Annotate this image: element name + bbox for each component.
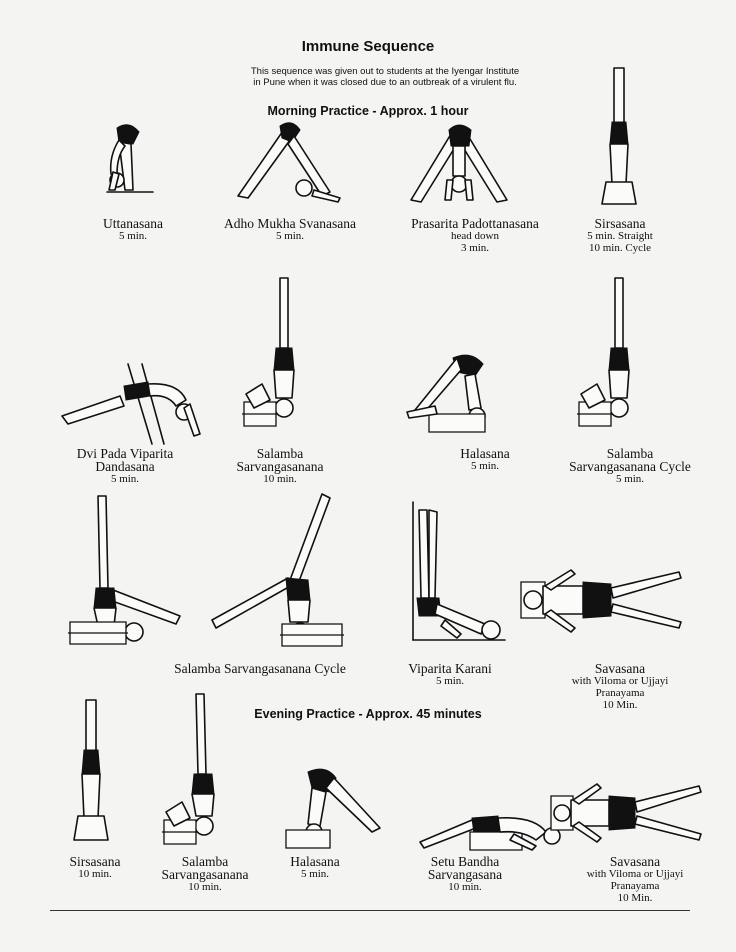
pose-name: Viparita Karani xyxy=(408,661,492,676)
pose-caption-13: Salamba Sarvangasanana 10 min. xyxy=(145,855,265,893)
pose-duration: 10 min. xyxy=(263,473,297,485)
shoulderstand-figure xyxy=(240,274,320,442)
savasana-figure xyxy=(515,562,685,642)
pose-name: Savasana xyxy=(609,854,661,869)
pose-duration-cycle: 10 min. Cycle xyxy=(588,242,652,254)
pose-name-line2: Sarvangasanana xyxy=(236,459,324,474)
pose-duration: 10 min. xyxy=(448,881,482,893)
headstand-figure xyxy=(600,64,640,212)
prasarita-figure xyxy=(405,120,515,210)
pose-caption-10: Viparita Karani 5 min. xyxy=(395,662,505,687)
pose-name: Prasarita Padottanasana xyxy=(411,216,539,231)
pose-duration: 10 min. xyxy=(78,868,112,880)
pose-caption-4: Sirsasana 5 min. Straight 10 min. Cycle xyxy=(560,217,680,254)
savasana-figure xyxy=(545,776,705,852)
pose-name: Halasana xyxy=(290,854,340,869)
shoulderstand-cycle-figure xyxy=(575,274,655,442)
pose-name: Dvi Pada Viparita xyxy=(76,446,174,461)
pose-name: Salamba xyxy=(181,854,229,869)
pose-caption-5: Dvi Pada Viparita Dandasana 5 min. xyxy=(55,447,195,485)
bottom-divider xyxy=(50,910,690,911)
pose-caption-1: Uttanasana 5 min. xyxy=(78,217,188,242)
pose-duration: 5 min. xyxy=(615,473,645,485)
down-dog-figure xyxy=(230,118,350,208)
pose-note-line2: Pranayama xyxy=(610,880,660,892)
pose-name: Sirsasana xyxy=(594,216,646,231)
pose-duration: 3 min. xyxy=(460,242,490,254)
pose-name: Uttanasana xyxy=(103,216,163,231)
page-subtitle: This sequence was given out to students … xyxy=(230,66,540,88)
uttanasana-figure xyxy=(95,112,165,212)
legs-up-wall-figure xyxy=(405,500,515,650)
pose-note: with Viloma or Ujjayi xyxy=(586,868,684,880)
shoulderstand-figure xyxy=(160,690,240,852)
pose-name: Salamba Sarvangasanana Cycle xyxy=(174,661,346,676)
headstand-figure xyxy=(72,696,112,848)
pose-duration: 10 Min. xyxy=(602,699,638,711)
pose-name-line2: Dandasana xyxy=(95,459,155,474)
pose-name: Salamba xyxy=(606,446,654,461)
pose-caption-7: Halasana 5 min. xyxy=(430,447,540,472)
pose-name: Savasana xyxy=(594,661,646,676)
pose-duration: 10 Min. xyxy=(617,892,653,904)
bridge-figure xyxy=(418,806,568,856)
pose-name: Salamba xyxy=(256,446,304,461)
pose-caption-12: Sirsasana 10 min. xyxy=(50,855,140,880)
pose-duration: 5 min. xyxy=(300,868,330,880)
pose-caption-16: Savasana with Viloma or Ujjayi Pranayama… xyxy=(560,855,710,904)
pose-name-line2: Sarvangasanana Cycle xyxy=(569,459,691,474)
pose-name-line2: Sarvangasanana xyxy=(161,867,249,882)
pose-caption-14: Halasana 5 min. xyxy=(265,855,365,880)
chair-backbend-figure xyxy=(60,360,210,450)
pose-duration: 10 min. xyxy=(188,881,222,893)
section-heading-morning: Morning Practice - Approx. 1 hour xyxy=(267,104,469,118)
pose-note: with Viloma or Ujjayi xyxy=(571,675,669,687)
plough-figure xyxy=(280,766,390,852)
pose-duration: 5 min. xyxy=(110,473,140,485)
pose-caption-9: Salamba Sarvangasanana Cycle xyxy=(150,661,370,676)
pose-caption-8: Salamba Sarvangasanana Cycle 5 min. xyxy=(545,447,715,485)
pose-duration: 5 min. xyxy=(275,230,305,242)
section-heading-evening: Evening Practice - Approx. 45 minutes xyxy=(254,707,482,721)
pose-name-line2: Sarvangasana xyxy=(427,867,503,882)
plough-figure xyxy=(405,348,525,438)
page-title: Immune Sequence xyxy=(301,38,435,55)
pose-name: Adho Mukha Svanasana xyxy=(224,216,356,231)
pose-note: head down xyxy=(451,230,499,242)
shoulderstand-variations-figure xyxy=(60,492,350,652)
pose-duration: 5 min. Straight xyxy=(587,230,653,242)
pose-caption-3: Prasarita Padottanasana head down 3 min. xyxy=(390,217,560,254)
pose-name: Halasana xyxy=(460,446,510,461)
pose-caption-11: Savasana with Viloma or Ujjayi Pranayama… xyxy=(545,662,695,711)
pose-duration: 5 min. xyxy=(470,460,500,472)
pose-duration: 5 min. xyxy=(118,230,148,242)
pose-caption-15: Setu Bandha Sarvangasana 10 min. xyxy=(400,855,530,893)
pose-caption-2: Adho Mukha Svanasana 5 min. xyxy=(205,217,375,242)
pose-name: Sirsasana xyxy=(69,854,121,869)
pose-caption-6: Salamba Sarvangasanana 10 min. xyxy=(220,447,340,485)
pose-note-line2: Pranayama xyxy=(595,687,645,699)
pose-duration: 5 min. xyxy=(435,675,465,687)
pose-name: Setu Bandha xyxy=(430,854,500,869)
subtitle-line-1: This sequence was given out to students … xyxy=(250,66,520,77)
subtitle-line-2: in Pune when it was closed due to an out… xyxy=(253,77,517,88)
